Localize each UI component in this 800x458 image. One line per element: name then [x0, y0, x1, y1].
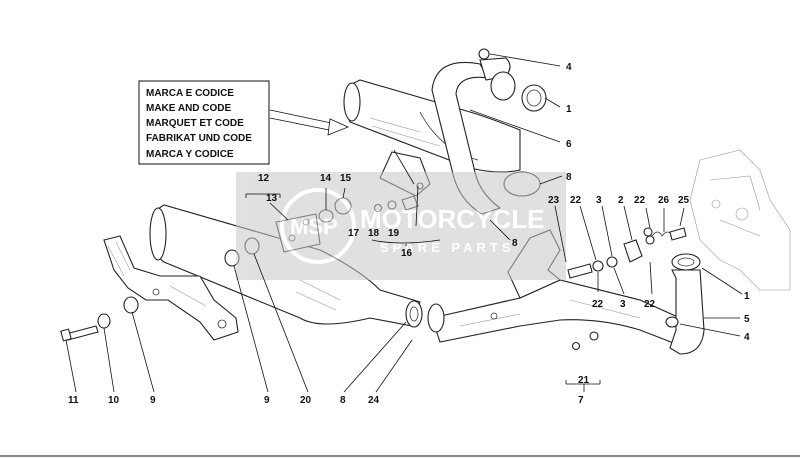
callout-3-a: 3 — [596, 195, 602, 206]
watermark-badge: MSP — [290, 214, 338, 239]
make-and-code-legend: MARCA E CODICE MAKE AND CODE MARQUET ET … — [138, 80, 350, 165]
callout-16: 16 — [401, 248, 413, 259]
engine-case-outline — [689, 149, 791, 291]
callout-14: 14 — [320, 173, 332, 184]
callout-22-d: 22 — [644, 299, 656, 310]
callout-22-a: 22 — [570, 195, 582, 206]
callout-9-mid: 9 — [264, 395, 270, 406]
footpeg-hardware — [60, 296, 139, 342]
callout-8-mid: 8 — [512, 238, 518, 249]
callout-19: 19 — [388, 228, 400, 239]
callout-7: 7 — [578, 395, 584, 406]
callout-21: 21 — [578, 375, 590, 386]
callout-1-right: 1 — [744, 291, 750, 302]
callout-9-left: 9 — [150, 395, 156, 406]
legend-line-de: FABRIKAT UND CODE — [146, 133, 252, 144]
watermark: MSP MOTORCYCLE SPARE PARTS — [236, 172, 566, 280]
callout-13: 13 — [266, 193, 278, 204]
callout-3-b: 3 — [620, 299, 626, 310]
callout-6: 6 — [566, 139, 572, 150]
callout-4-top: 4 — [566, 62, 572, 73]
callout-8-bottom: 8 — [340, 395, 346, 406]
callout-11: 11 — [68, 395, 79, 406]
watermark-subtitle: SPARE PARTS — [380, 240, 515, 255]
front-header-pipe — [665, 253, 705, 355]
callout-1-top: 1 — [566, 104, 572, 115]
callout-26: 26 — [658, 195, 670, 206]
legend-line-fr: MARQUET ET CODE — [146, 118, 244, 129]
callout-25: 25 — [678, 195, 690, 206]
callout-24: 24 — [368, 395, 380, 406]
callout-5: 5 — [744, 314, 750, 325]
legend-line-en: MAKE AND CODE — [146, 103, 232, 114]
callout-4-right: 4 — [744, 332, 750, 343]
callout-18: 18 — [368, 228, 380, 239]
callout-numbers: 4 1 6 8 8 12 13 14 15 17 18 19 16 23 22 … — [68, 62, 750, 406]
upper-muffler — [343, 79, 521, 173]
leader-lines — [65, 53, 743, 393]
legend-line-it: MARCA E CODICE — [146, 88, 234, 99]
spring-clip-hardware — [567, 227, 687, 279]
callout-8-right: 8 — [566, 172, 572, 183]
legend-arrow — [269, 109, 337, 132]
callout-15: 15 — [340, 173, 352, 184]
callout-20: 20 — [300, 395, 312, 406]
callout-23: 23 — [548, 195, 560, 206]
callout-2: 2 — [618, 195, 624, 206]
footpeg-bracket — [103, 235, 239, 341]
callout-22-c: 22 — [592, 299, 604, 310]
callout-22-b: 22 — [634, 195, 646, 206]
callout-10: 10 — [108, 395, 120, 406]
watermark-title: MOTORCYCLE — [360, 204, 544, 234]
callout-17: 17 — [348, 228, 360, 239]
legend-line-es: MARCA Y CODICE — [146, 149, 234, 160]
callout-12: 12 — [258, 173, 270, 184]
